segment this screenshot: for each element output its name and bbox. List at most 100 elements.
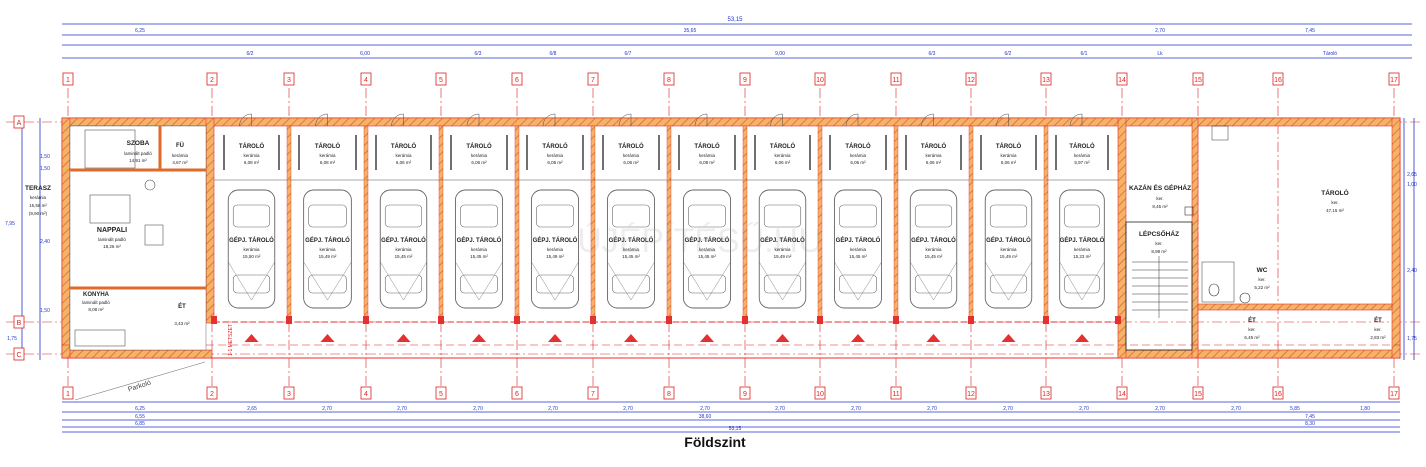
car-rear-window	[688, 274, 726, 294]
axis-marker	[890, 72, 902, 86]
storage-area: 6,06 m²	[547, 160, 563, 165]
car-diagonal	[985, 261, 1009, 301]
garage-name: GÉPJ. TÁROLÓ	[836, 236, 881, 244]
storage-floor: kerámia	[850, 153, 867, 158]
dim-top-3: 2,70	[1155, 28, 1165, 34]
car-diagonal	[403, 261, 427, 301]
axis-label-9: 9	[743, 391, 747, 398]
storage-floor: kerámia	[1000, 153, 1017, 158]
dim-top-r3-5: 6/7	[625, 51, 632, 57]
car-icon	[984, 189, 1033, 309]
car-diagonal	[1081, 261, 1105, 301]
partition-wall	[514, 125, 520, 323]
dim-bottom-r2-2: 38,60	[699, 414, 712, 420]
garage-area: 15,45 m²	[395, 254, 413, 259]
garage-area: 15,45 m²	[925, 254, 943, 259]
left-dimension-chain: 1,50 1,50 7,95 2,40 1,50 1,75	[5, 118, 50, 360]
entrance-arrow-icon	[624, 334, 638, 342]
door-swing-icon	[770, 113, 783, 127]
axis-marker	[435, 72, 447, 86]
storage-name: TÁROLÓ	[239, 142, 265, 150]
axis-label-11: 11	[892, 77, 899, 84]
dim-top-r3-7: 6/3	[929, 51, 936, 57]
entrance-arrow-icon	[700, 334, 714, 342]
axis-label-7: 7	[591, 391, 595, 398]
axis-label-16: 16	[1274, 77, 1282, 84]
axis-label-B: B	[17, 320, 22, 327]
axis-marker	[62, 386, 74, 400]
car-icon	[833, 189, 883, 309]
column-icon	[893, 316, 899, 324]
door-swing-icon	[542, 113, 556, 127]
axis-marker	[1116, 72, 1128, 86]
garage-name: GÉPJ. TÁROLÓ	[911, 236, 956, 244]
room-lepcsohaz-floor: ker.	[1155, 241, 1162, 246]
car-rear-window	[612, 274, 650, 294]
garage-floor: kerámia	[319, 247, 336, 252]
dim-left-6: 1,75	[7, 336, 17, 342]
dim-bottom-11: 2,70	[927, 406, 937, 412]
axis-marker	[890, 386, 902, 400]
garage-floor: kerámia	[243, 247, 260, 252]
dim-left-4: 2,40	[40, 239, 50, 245]
storage-area: 6,06 m²	[1001, 160, 1017, 165]
storage-name: TÁROLÓ	[315, 142, 341, 150]
room-et2-area: 6,45 m²	[1244, 335, 1260, 340]
car-windshield	[763, 204, 802, 228]
axis-marker	[1040, 386, 1052, 400]
garage-floor: kerámia	[699, 247, 716, 252]
dim-bottom-r3-2: 8,30	[1305, 421, 1315, 427]
room-terasz-area: 15,58 m²	[29, 203, 47, 208]
room-kazan-floor: ker.	[1156, 196, 1163, 201]
storage-floor: kerámia	[623, 153, 640, 158]
axis-marker	[62, 72, 74, 86]
dim-bottom-10: 2,70	[851, 406, 861, 412]
garage-area: 15,49 m²	[319, 254, 337, 259]
room-et-area: 3,43 m²	[174, 321, 190, 326]
room-konyha-area: 8,08 m²	[88, 307, 104, 312]
car-icon	[909, 189, 958, 309]
axis-label-2: 2	[210, 77, 214, 84]
axis-marker	[1388, 386, 1400, 400]
garage-name: GÉPJ. TÁROLÓ	[1060, 236, 1105, 244]
east-block: KAZÁN ÉS GÉPHÁZ ker. 8,45 m² LÉPCSŐHÁZ k…	[1125, 125, 1386, 351]
car-windshield	[914, 204, 953, 228]
room-wc-area: 5,22 m²	[1254, 285, 1270, 290]
dim-bottom-16: 5,85	[1290, 406, 1300, 412]
dim-bottom-r2-1: 6,55	[135, 414, 145, 420]
car-windshield	[460, 204, 498, 228]
dim-bottom-r3-1: 6,85	[135, 421, 145, 427]
washbasin-icon	[144, 179, 156, 191]
dim-bottom-6: 2,70	[548, 406, 558, 412]
axis-marker	[814, 386, 826, 400]
car-icon	[758, 189, 807, 309]
storage-area: 6,06 m²	[850, 160, 866, 165]
car-rear-window	[839, 274, 877, 294]
bed-icon	[84, 129, 136, 169]
storage-area: 6,08 m²	[699, 160, 715, 165]
garage-floor: kerámia	[547, 247, 564, 252]
toilet-icon	[1208, 283, 1220, 297]
axis-marker	[360, 72, 372, 86]
storage-name: TÁROLÓ	[542, 142, 568, 150]
axis-marker	[587, 386, 599, 400]
car-icon	[379, 189, 428, 309]
storage-name: TÁROLÓ	[466, 142, 492, 150]
axis-marker	[283, 72, 295, 86]
room-wc-floor: ker.	[1258, 277, 1265, 282]
axis-label-6: 6	[515, 77, 519, 84]
storage-floor: kerámia	[1074, 153, 1091, 158]
axis-marker	[1116, 386, 1128, 400]
kitchen-counter-icon	[74, 329, 126, 347]
room-tarolo-big-floor: ker.	[1331, 200, 1338, 205]
storage-area: 6,06 m²	[775, 160, 791, 165]
door-swing-icon	[921, 113, 934, 127]
bottom-dimension-chain: 6,25 2,65 2,70 2,70 2,70 2,70 2,70 2,70 …	[62, 401, 1400, 433]
storage-floor: kerámia	[547, 153, 564, 158]
garage-name: GÉPJ. TÁROLÓ	[760, 236, 805, 244]
axis-marker	[1388, 72, 1400, 86]
storage-area: 6,08 m²	[320, 160, 336, 165]
axis-label-14: 14	[1118, 77, 1126, 84]
axis-marker	[1272, 386, 1284, 400]
armchair-icon	[144, 224, 164, 246]
